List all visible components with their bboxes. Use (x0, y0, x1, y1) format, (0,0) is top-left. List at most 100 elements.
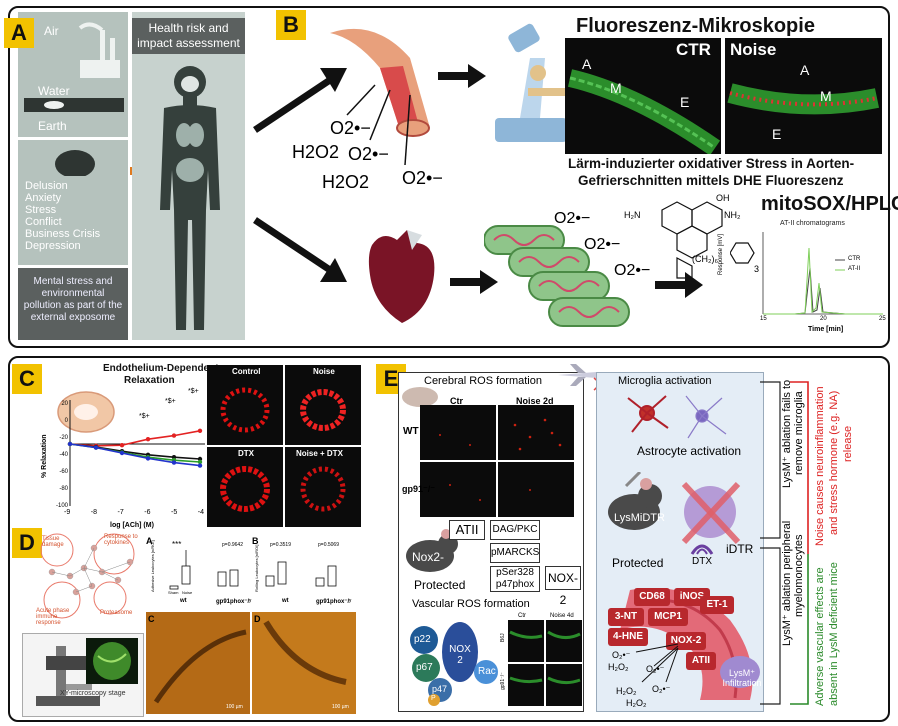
vasc-col-ctr: Ctr (518, 613, 526, 619)
lysm-label: LysMiDTR (614, 512, 665, 524)
chem-oh: OH (716, 193, 730, 203)
o2-radical-3: O2•− (402, 168, 443, 188)
boxplot-ylabel-rolling: Rolling Leukocytes [n/ROI] (254, 544, 259, 592)
relax-xtick: -6 (144, 509, 151, 516)
relax-point (197, 428, 203, 433)
boxplot-wt-1: wt (180, 598, 187, 604)
factory-icon (78, 22, 120, 78)
vasc-row-b6j: B6J (500, 633, 506, 642)
pser-label: pSer328 (496, 567, 534, 578)
panel-letter-d: D (12, 528, 42, 558)
relax-series-line (69, 443, 201, 467)
stress-item: Stress (25, 204, 57, 216)
relax-point (145, 437, 151, 442)
arrow-to-hplc (655, 272, 703, 298)
stress-item: Anxiety (25, 192, 62, 204)
vasc-micro-walls (509, 630, 581, 685)
side-brackets (760, 381, 809, 705)
vessel-lines (153, 620, 347, 704)
protected-label-1: Protected (414, 578, 466, 592)
ctr-label-e: E (680, 94, 690, 110)
noise-label-a: A (800, 62, 810, 78)
c-micro-rings (220, 387, 346, 512)
chem-sub3: 3 (754, 264, 760, 274)
red-conclusion-2: and stress hormone (e.g. NA) (828, 390, 840, 535)
e-micro-ko-ctr (420, 462, 496, 517)
ctr-label-a: A (582, 56, 592, 72)
nox2-chip: NOX-2 (545, 566, 581, 607)
mitosox-structure (661, 201, 723, 279)
panel-letter-b: B (276, 10, 306, 40)
boxplot-sham: Sham (168, 590, 179, 595)
arrow-to-mito (450, 270, 498, 294)
e-col-ctr: Ctr (450, 396, 463, 406)
astrocyte-label: Astrocyte activation (637, 444, 742, 458)
heart-illustration (368, 230, 435, 323)
mito-o2-2: O2•− (584, 236, 621, 253)
relax-ytick: -60 (59, 469, 68, 475)
c-label-dtx: DTX (238, 449, 254, 458)
h2o2-1: H2O2 (292, 142, 340, 162)
relax-annot-2: *$+ (165, 398, 176, 405)
pser-chip: pSer328 p47phox (490, 566, 540, 592)
boxplot-p1: p=0.9642 (222, 542, 243, 548)
stress-list: Delusion Anxiety Stress Conflict Busines… (25, 180, 125, 252)
vasc-row-ko: gp91⁻/⁻ (500, 672, 506, 690)
relax-ytick: -20 (59, 435, 68, 441)
stress-item: Depression (25, 240, 81, 252)
relax-annot-1: *$+ (139, 413, 150, 420)
lysm-mouse-icon (608, 472, 662, 530)
e-micro-dots (439, 418, 562, 501)
black-arrows (253, 68, 347, 282)
vasc-col-noise: Noise 4d (550, 613, 574, 619)
vessel-scale-c: 100 µm (226, 704, 243, 710)
relax-series-line (69, 430, 201, 447)
c-label-control: Control (232, 367, 261, 376)
env-label-earth: Earth (38, 119, 67, 133)
o2-radical-2: O2•− (348, 144, 389, 164)
relax-ytick: 20 (61, 401, 68, 407)
aorta-illustration (330, 28, 430, 137)
relax-ylabel: % Relaxation (41, 434, 48, 478)
chem-nh2-left: H₂N (624, 210, 641, 220)
boxplot-p2: p=0.3519 (270, 542, 291, 548)
relax-point (119, 443, 125, 448)
noise-aorta-wall (727, 83, 880, 115)
relax-point (171, 433, 177, 438)
side-text-2b: myelomonocytes (793, 534, 805, 617)
fluoro-caption-1: Lärm-induzierter oxidativer Stress in Ao… (568, 156, 855, 171)
relax-ytick: -80 (59, 486, 68, 492)
e-micro-ko-noise (498, 462, 574, 517)
red-conclusion-3: release (842, 425, 854, 462)
nox-nox2: NOX 2 (449, 644, 471, 666)
ros-5: H₂O₂ (626, 698, 647, 708)
exposome-box (18, 268, 128, 340)
boxplot-letter-a: A (146, 536, 153, 546)
atii-chip: ATII (449, 520, 485, 540)
vascular-title: Vascular ROS formation (412, 598, 530, 610)
vessel-scale-d: 100 µm (332, 704, 349, 710)
phenyl-ring (730, 242, 755, 264)
relax-point (197, 459, 203, 465)
xy-stage-caption: XY-microscopy stage (60, 690, 126, 697)
cerebral-title: Cerebral ROS formation (424, 375, 542, 387)
e-micro-wt-noise (498, 405, 574, 460)
nox-complex (410, 622, 498, 706)
nox2-mouse-icon (406, 529, 458, 572)
hplc-xtick: 20 (820, 316, 827, 322)
water-pollution-icon (24, 98, 124, 112)
side-text-1a: LysM⁺ ablation fails to (781, 379, 793, 488)
vasc-micro-ko-noise (546, 664, 582, 706)
fluoro-caption-2: Gefrierschnitten mittels DHE Fluoreszenz (578, 173, 844, 188)
chem-nh2-right: NH₂ (724, 210, 741, 220)
relax-point (119, 450, 125, 456)
relax-point (93, 445, 99, 450)
ablated-cell-icon (681, 481, 741, 545)
ros-2: H₂O₂ (608, 662, 629, 672)
stress-item: Business Crisis (25, 228, 101, 240)
ctr-label: CTR (676, 40, 711, 59)
relax-point (145, 456, 151, 461)
relax-xticks: -9 -8 -7 -6 -5 -4 (64, 509, 204, 516)
relax-point (171, 460, 177, 465)
ros-arrows (346, 84, 411, 166)
